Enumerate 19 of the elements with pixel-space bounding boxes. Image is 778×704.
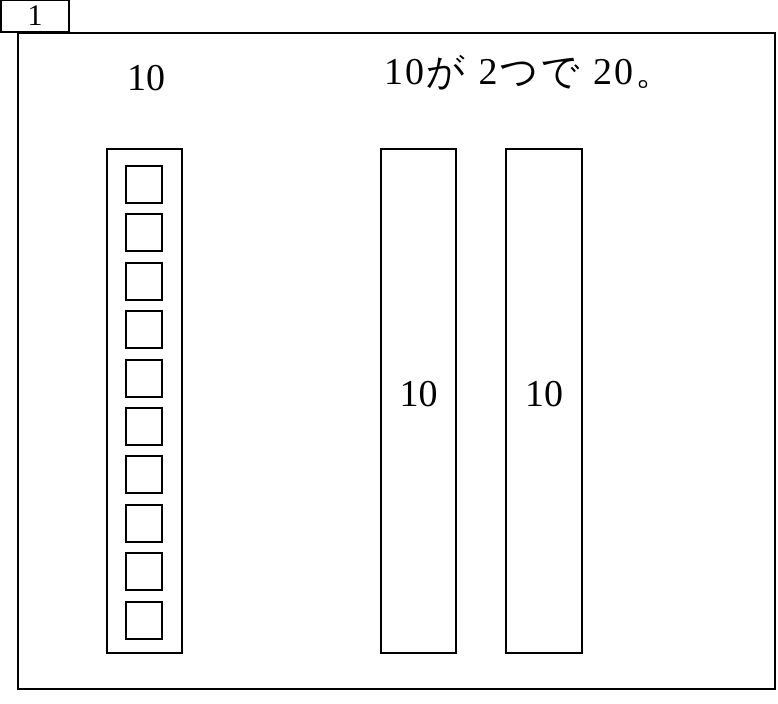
unit-square — [125, 407, 163, 446]
unit-square — [125, 213, 163, 252]
bar-value: 10 — [524, 372, 564, 416]
unit-square — [125, 455, 163, 494]
rod-heading: 10 — [126, 56, 166, 100]
ten-bar — [380, 148, 457, 654]
ten-bar — [505, 148, 583, 654]
unit-square — [125, 358, 163, 398]
unit-square — [125, 552, 163, 592]
unit-square — [125, 262, 163, 301]
unit-square — [125, 600, 163, 640]
unit-square — [125, 165, 163, 204]
sentence-text: 10が 2つで 20。 — [384, 50, 675, 94]
bar-value: 10 — [398, 372, 438, 416]
number-tab — [0, 0, 70, 33]
unit-square — [125, 310, 163, 350]
unit-square — [125, 504, 163, 543]
tab-number: 1 — [26, 1, 44, 31]
frame-box — [17, 32, 776, 690]
